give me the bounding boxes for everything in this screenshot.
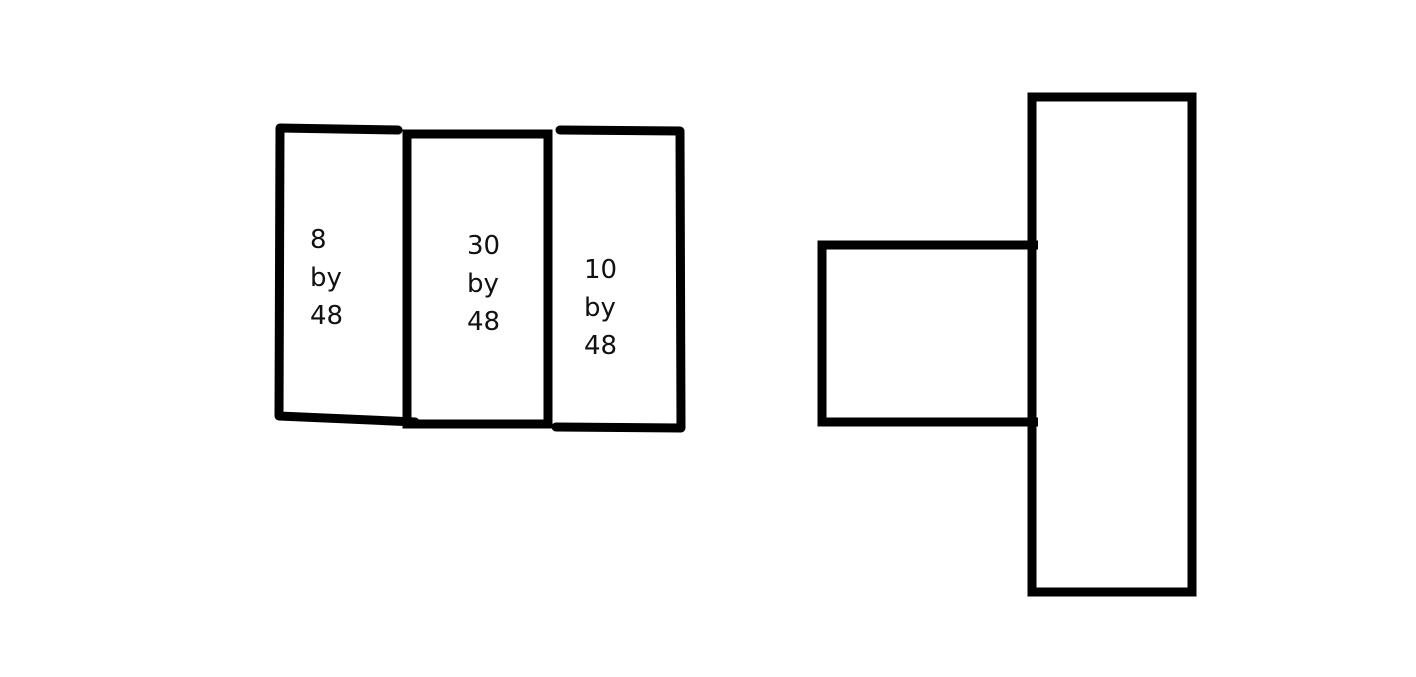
segment-8-label-line-2: by (310, 263, 342, 293)
left-strip-group (274, 123, 686, 433)
segment-10-outline (551, 125, 686, 433)
segment-10-label-line-1: 10 (584, 255, 618, 285)
segment-30-label-line-2: by (467, 269, 499, 299)
segment-30-label-line-1: 30 (467, 231, 501, 261)
segment-8-label-line-3: 48 (310, 301, 344, 331)
tall-rectangle (1027, 92, 1197, 597)
small-rectangle (817, 240, 1038, 427)
segment-30-label: 30 by 48 (467, 227, 500, 341)
segment-8-label-line-1: 8 (310, 225, 327, 255)
segment-10-label-line-3: 48 (584, 331, 618, 361)
segment-30-label-line-3: 48 (467, 307, 501, 337)
segment-8-label: 8 by 48 (310, 221, 343, 335)
segment-30-outline (402, 129, 553, 429)
right-shape-group (817, 92, 1197, 597)
segment-8-outline (274, 123, 420, 427)
segment-10-label-line-2: by (584, 293, 616, 323)
segment-10-label: 10 by 48 (584, 251, 617, 365)
